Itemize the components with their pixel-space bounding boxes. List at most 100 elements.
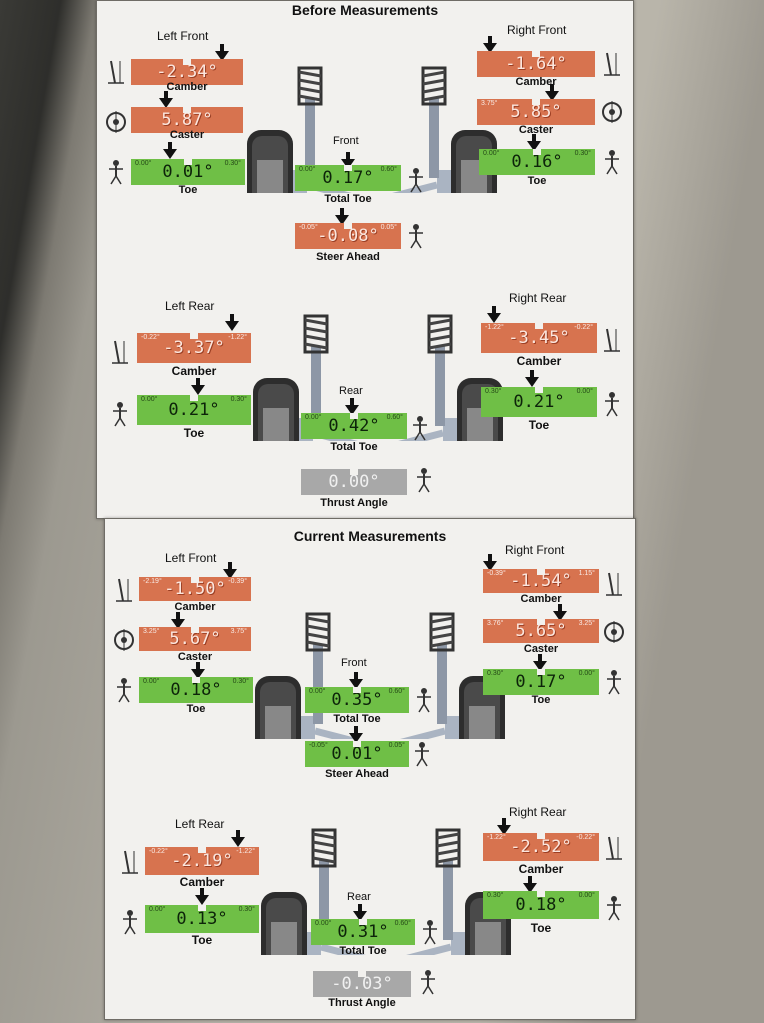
- right-front-camber-arrow-icon: [483, 36, 497, 53]
- thrust-angle-value: 0.00°: [328, 471, 380, 492]
- left-rear-toe-value: 0.13°: [176, 908, 228, 929]
- right-front-name: Right Front: [507, 23, 567, 37]
- left-front-camber-label: Camber: [174, 601, 216, 613]
- left-front-toe-gauge: 0.00° 0.30° 0.01°: [131, 159, 245, 185]
- steer-ahead-value: 0.01°: [331, 743, 383, 764]
- right-rear-camber-value: -2.52°: [510, 836, 572, 857]
- rear-axle-label: Rear: [347, 891, 371, 903]
- camber-tilt-icon: [603, 328, 621, 352]
- left-front-name: Left Front: [165, 551, 217, 565]
- thrust-angle-gauge: 0.00°: [301, 469, 407, 495]
- total-toe-person-icon: [412, 415, 428, 441]
- left-front-camber-arrow-icon: [215, 44, 229, 61]
- camber-tilt-icon: [111, 340, 129, 364]
- right-rear-camber-gauge: -1.22° -0.22° -2.52°: [483, 833, 599, 861]
- right-rear-camber-label: Camber: [518, 862, 564, 876]
- rear-total-toe-value: 0.31°: [337, 921, 389, 942]
- right-rear-toe-label: Toe: [530, 921, 552, 935]
- right-rear-camber-label: Camber: [516, 354, 562, 368]
- left-front-caster-label: Caster: [177, 651, 213, 663]
- right-rear-toe-value: 0.18°: [515, 894, 567, 915]
- front-total-toe-gauge: 0.00° 0.60° 0.17°: [295, 165, 401, 191]
- camber-tilt-icon: [603, 52, 621, 76]
- left-rear-toe-label: Toe: [191, 933, 213, 947]
- right-front-toe-label: Toe: [527, 175, 547, 187]
- right-front-caster-arrow-icon: [545, 84, 559, 101]
- rear-total-toe-value: 0.42°: [328, 415, 380, 436]
- left-front-name: Left Front: [157, 29, 209, 43]
- right-front-caster-value: 5.65°: [515, 620, 567, 641]
- left-front-caster-value: 5.67°: [169, 628, 221, 649]
- right-rear-toe-value: 0.21°: [513, 391, 565, 412]
- front-total-toe-arrow-icon: [341, 152, 355, 169]
- left-rear-camber-label: Camber: [171, 364, 217, 378]
- left-rear-toe-label: Toe: [183, 426, 205, 440]
- left-front-camber-label: Camber: [166, 81, 208, 93]
- front-total-toe-label: Total Toe: [333, 713, 381, 725]
- rear-total-toe-label: Total Toe: [339, 945, 387, 957]
- left-rear-toe-gauge: 0.00° 0.30° 0.13°: [145, 905, 259, 933]
- left-front-toe-gauge: 0.00° 0.30° 0.18°: [139, 677, 253, 703]
- camber-tilt-icon: [605, 836, 623, 860]
- right-front-caster-gauge: 3.76° 3.25° 5.65°: [483, 619, 599, 643]
- thrust-angle-value: -0.03°: [331, 973, 393, 994]
- right-rear-toe-arrow-icon: [523, 876, 537, 893]
- front-axle-label: Front: [341, 657, 367, 669]
- left-rear-name: Left Rear: [165, 299, 215, 313]
- rear-total-toe-label: Total Toe: [330, 441, 378, 453]
- left-front-toe-arrow-icon: [163, 142, 177, 159]
- left-front-toe-label: Toe: [178, 184, 198, 196]
- left-rear-toe-arrow-icon: [191, 378, 205, 395]
- left-front-camber-gauge: -2.19° -0.39° -1.50°: [139, 577, 251, 601]
- left-front-caster-label: Caster: [169, 129, 205, 141]
- right-front-toe-label: Toe: [531, 694, 551, 706]
- caster-wheel-icon: [106, 110, 126, 134]
- left-rear-toe-arrow-icon: [195, 888, 209, 905]
- left-rear-toe-value: 0.21°: [168, 399, 220, 420]
- toe-person-icon: [122, 909, 138, 935]
- left-front-toe-value: 0.01°: [162, 161, 214, 182]
- camber-tilt-icon: [115, 578, 133, 602]
- toe-person-icon: [606, 895, 622, 921]
- thrust-angle-label: Thrust Angle: [328, 997, 396, 1009]
- right-rear-toe-label: Toe: [528, 418, 550, 432]
- right-front-caster-label: Caster: [518, 124, 554, 136]
- right-front-toe-arrow-icon: [527, 134, 541, 151]
- right-front-name: Right Front: [505, 543, 565, 557]
- steer-ahead-value: -0.08°: [317, 225, 379, 246]
- left-front-caster-arrow-icon: [171, 612, 185, 629]
- caster-wheel-icon: [602, 100, 622, 124]
- left-rear-camber-value: -3.37°: [163, 337, 225, 358]
- toe-person-icon: [112, 401, 128, 427]
- left-rear-camber-value: -2.19°: [171, 850, 233, 871]
- right-front-camber-label: Camber: [515, 76, 557, 88]
- steer-ahead-gauge: -0.05° 0.05° 0.01°: [305, 741, 409, 767]
- front-total-toe-label: Total Toe: [324, 193, 372, 205]
- total-toe-person-icon: [422, 919, 438, 945]
- right-front-toe-gauge: 0.00° 0.30° 0.16°: [479, 149, 595, 175]
- toe-person-icon: [116, 677, 132, 703]
- right-front-camber-label: Camber: [520, 593, 562, 605]
- right-rear-name: Right Rear: [509, 291, 567, 305]
- left-front-toe-arrow-icon: [191, 662, 205, 679]
- caster-wheel-icon: [604, 620, 624, 644]
- right-front-caster-label: Caster: [523, 643, 559, 655]
- front-total-toe-arrow-icon: [349, 672, 363, 689]
- right-front-camber-gauge: -1.64°: [477, 51, 595, 77]
- camber-tilt-icon: [605, 572, 623, 596]
- steer-ahead-arrow-icon: [349, 726, 363, 743]
- steer-ahead-arrow-icon: [335, 208, 349, 225]
- steer-ahead-gauge: -0.05° 0.05° -0.08°: [295, 223, 401, 249]
- total-toe-person-icon: [416, 687, 432, 713]
- caster-wheel-icon: [114, 628, 134, 652]
- rear-total-toe-gauge: 0.00° 0.60° 0.42°: [301, 413, 407, 439]
- left-front-camber-gauge: -2.34°: [131, 59, 243, 85]
- thrust-angle-person-icon: [420, 969, 436, 995]
- left-rear-camber-gauge: -0.22° -1.22° -2.19°: [145, 847, 259, 875]
- thrust-angle-gauge: -0.03°: [313, 971, 411, 997]
- toe-person-icon: [108, 159, 124, 185]
- right-front-camber-value: -1.54°: [510, 570, 572, 591]
- left-rear-camber-gauge: -0.22° -1.22° -3.37°: [137, 333, 251, 363]
- right-front-camber-arrow-icon: [483, 554, 497, 571]
- right-rear-toe-gauge: 0.30° 0.00° 0.18°: [483, 891, 599, 919]
